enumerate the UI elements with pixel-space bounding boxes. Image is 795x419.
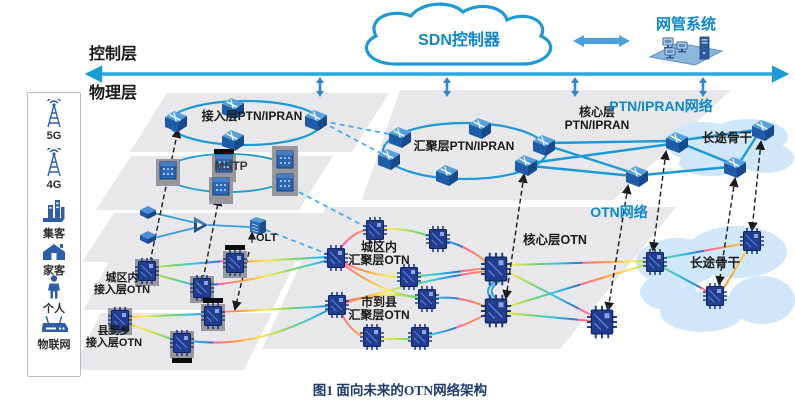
sidebar-item-label: 集客 (43, 228, 65, 240)
sidebar-item-label: 5G (46, 130, 62, 142)
otn-county-access-label: 县到乡 接入层OTN (86, 325, 142, 350)
sidebar-item-label: 物联网 (37, 339, 71, 351)
olt-label: OLT (256, 232, 278, 244)
house-icon (43, 244, 65, 260)
dashed-blue-links (265, 120, 395, 256)
building-icon (43, 200, 65, 222)
otn-county-access-line1: 县到乡 (97, 325, 131, 337)
otn-network-title: OTN网络 (590, 204, 648, 220)
sidebar-item-4g: 4G (28, 148, 80, 191)
sidebar-item-label: 个人 (43, 303, 65, 315)
sidebar-item-personal: 个人 (28, 275, 80, 316)
otn-county-agg-label: 市到县 汇聚层OTN (348, 295, 410, 323)
otn-core-label: 核心层OTN (523, 233, 587, 247)
iot-gateway-icon (42, 316, 68, 332)
person-icon (48, 275, 60, 299)
antenna-tower-icon (47, 148, 61, 177)
sidebar-item-business: 集客 (28, 197, 80, 241)
sidebar-item-home: 家客 (28, 243, 80, 278)
ptn-backbone-label: 长途骨干 (701, 131, 753, 145)
ptn-agg-ring-label: 汇聚层PTN/IPRAN (413, 139, 515, 153)
otn-access-nodes (107, 245, 248, 363)
sdn-nms-double-arrow (573, 35, 630, 47)
ptn-access-ring-label: 接入层PTN/IPRAN (201, 109, 303, 123)
otn-metro-agg-line1: 城区内 (360, 240, 397, 254)
otn-county-access-line2: 接入层OTN (85, 337, 143, 350)
sidebar-item-5g: 5G (28, 99, 80, 142)
ptn-core-label-line2: PTN/IPRAN (564, 118, 630, 133)
mstp-label: MSTP (214, 159, 248, 173)
physical-layer-label: 物理层 (89, 85, 138, 102)
sidebar-item-label: 家客 (43, 265, 65, 277)
control-layer-label: 控制层 (89, 46, 138, 63)
otn-backbone-cloud (636, 226, 795, 332)
sidebar-item-label: 4G (46, 179, 62, 191)
pon-links (153, 212, 251, 239)
optical-splitter-icon (194, 217, 208, 233)
otn-backbone-label: 长途骨干 (689, 256, 741, 270)
ptn-core-label-line1: 核心层 (578, 105, 616, 119)
otn-metro-agg-line2: 汇聚层OTN (348, 253, 410, 268)
nms-label: 网管系统 (655, 16, 717, 33)
ptn-core-links (530, 128, 760, 178)
otn-metro-access-line2: 接入层OTN (93, 284, 151, 297)
ptn-core-label: 核心层 PTN/IPRAN (564, 105, 630, 133)
antenna-tower-icon (47, 99, 61, 128)
nms-workstation-icon (648, 36, 724, 66)
figure-caption: 图1 面向未来的OTN网络架构 (312, 383, 488, 398)
ptn-network-title: PTN/IPRAN网络 (609, 98, 713, 114)
sdn-controller-label: SDN控制器 (418, 32, 500, 49)
otn-county-agg-line2: 汇聚层OTN (348, 308, 410, 323)
service-types-panel: 5G 4G 集客 (27, 92, 81, 377)
sdn-cloud-icon (364, 2, 553, 66)
sidebar-item-iot: 物联网 (28, 314, 80, 352)
otn-metro-agg-label: 城区内 汇聚层OTN (348, 240, 410, 268)
otn-metro-access-label: 城区内 接入层OTN (94, 272, 150, 297)
pon-nodes (140, 206, 267, 244)
otn-metro-access-line1: 城区内 (105, 272, 139, 284)
otn-county-agg-line1: 市到县 (360, 295, 397, 309)
mstp-nodes (156, 146, 298, 204)
